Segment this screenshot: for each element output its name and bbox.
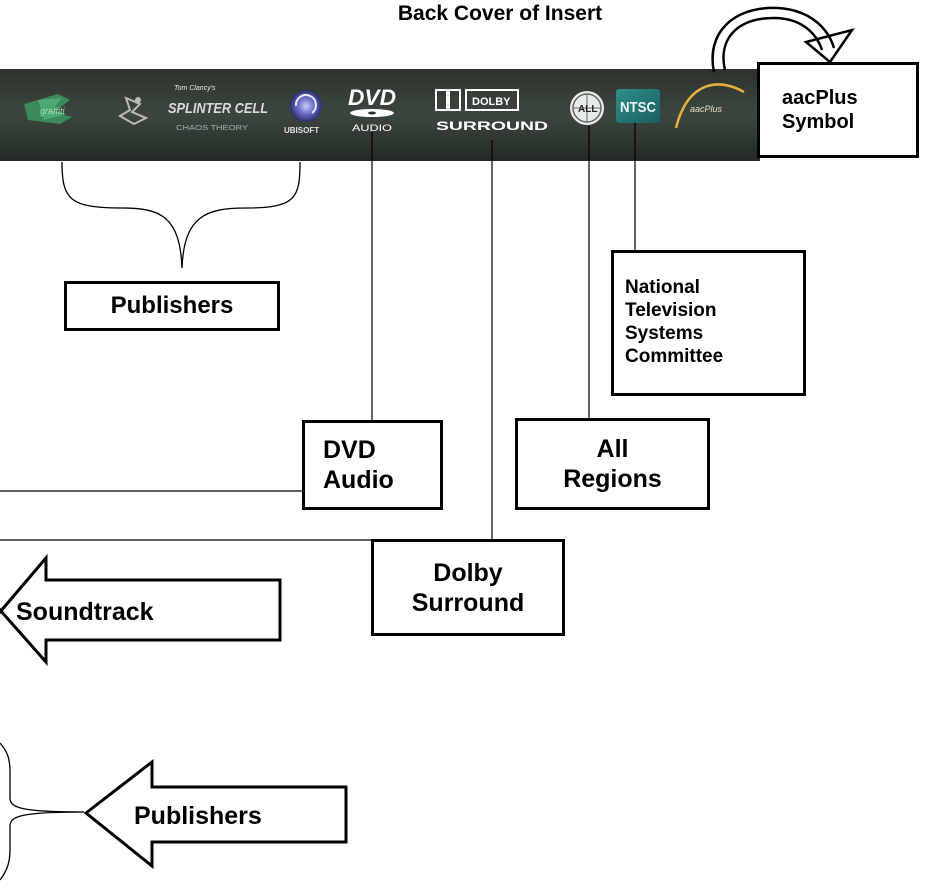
ntsc-box-line-4: Committee — [625, 345, 724, 367]
graffiti-publisher-logo: graffiti — [24, 94, 72, 124]
all-regions-box: All Regions — [515, 418, 710, 510]
aacplus-logo: aacPlus — [674, 83, 745, 129]
aacplus-logo-text: aacPlus — [690, 104, 723, 114]
graffiti-logo-text: graffiti — [40, 106, 66, 116]
publishers-top-box: Publishers — [64, 281, 280, 331]
splinter-cell-logo: Tom Clancy's SPLINTER CELL CHAOS THEORY — [168, 85, 268, 132]
all-regions-box-line-2: Regions — [563, 465, 662, 493]
dvd-audio-subtext: AUDIO — [352, 123, 392, 133]
publishers-bottom-label: Publishers — [134, 802, 262, 830]
publishers-brace-top — [61, 161, 301, 269]
ntsc-logo-text: NTSC — [620, 99, 656, 116]
all-regions-box-line-1: All — [596, 435, 629, 463]
dolby-surround-logo: DOLBY SURROUND — [435, 89, 549, 133]
splinter-cell-pretitle: Tom Clancy's — [174, 85, 216, 92]
dolby-surround-box-line-2: Surround — [411, 588, 525, 617]
aacplus-box-line-1: aacPlus — [782, 87, 858, 109]
dvd-audio-box-line-1: DVD — [323, 436, 376, 464]
ntsc-box: National Television Systems Committee — [611, 250, 806, 396]
aacplus-arrowhead — [803, 27, 855, 64]
aacplus-box-line-2: Symbol — [782, 111, 855, 133]
splinter-cell-title: SPLINTER CELL — [168, 100, 268, 117]
ubisoft-tom-clancy-logo — [118, 96, 149, 126]
ntsc-box-line-1: National — [625, 277, 700, 299]
surround-logo-text: SURROUND — [436, 119, 549, 133]
dolby-logo-text: DOLBY — [472, 96, 511, 108]
publishers-brace-bottom — [0, 742, 85, 881]
ubisoft-logo: UBISOFT — [284, 90, 322, 135]
publishers-top-label: Publishers — [110, 291, 234, 319]
dvd-audio-box: DVD Audio — [302, 420, 443, 510]
ntsc-box-text: National Television Systems Committee — [625, 277, 723, 368]
aacplus-symbol-box: aacPlus Symbol — [757, 62, 919, 158]
publishers-bottom-arrow — [83, 758, 348, 870]
ubisoft-logo-text: UBISOFT — [284, 126, 319, 135]
dvd-logo-text: DVD — [348, 85, 396, 110]
ntsc-box-line-2: Television — [625, 300, 717, 322]
ntsc-box-line-3: Systems — [625, 323, 704, 344]
diagram-title: Back Cover of Insert — [397, 2, 603, 25]
soundtrack-label: Soundtrack — [16, 598, 154, 626]
dolby-surround-box: Dolby Surround — [371, 539, 565, 636]
aacplus-box-text: aacPlus Symbol — [782, 86, 858, 134]
all-regions-logo: ALL — [570, 91, 604, 125]
dolby-surround-box-line-1: Dolby — [433, 558, 503, 587]
all-regions-logo-text: ALL — [578, 104, 597, 115]
all-regions-box-text: All Regions — [563, 434, 662, 494]
dvd-audio-box-text: DVD Audio — [323, 435, 394, 495]
dolby-surround-box-text: Dolby Surround — [412, 558, 525, 618]
splinter-cell-subtitle: CHAOS THEORY — [176, 125, 248, 132]
soundtrack-arrow — [0, 553, 282, 666]
ntsc-logo: NTSC — [616, 89, 660, 123]
dvd-audio-box-line-2: Audio — [323, 466, 394, 494]
dvd-audio-logo: DVD AUDIO — [348, 85, 396, 133]
